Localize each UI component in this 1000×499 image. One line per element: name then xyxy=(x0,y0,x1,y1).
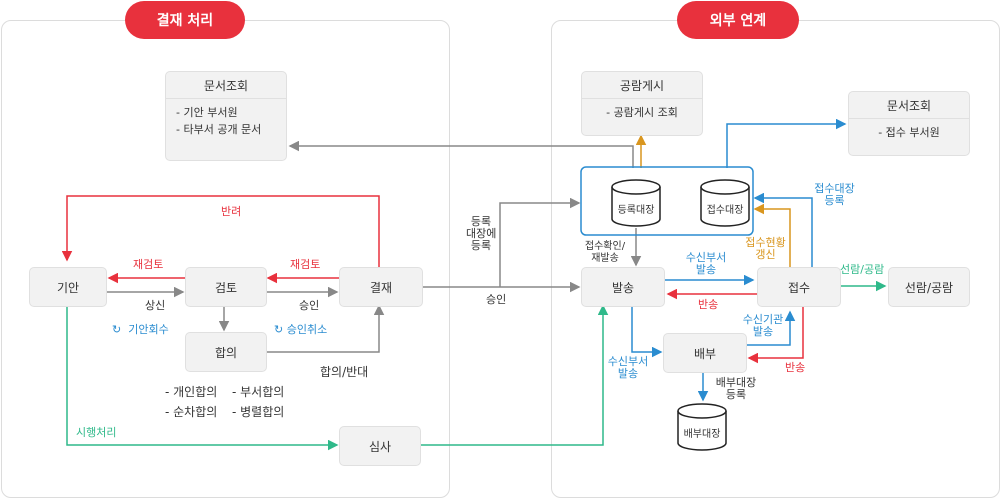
recv-status-label: 접수현황 갱신 xyxy=(743,237,788,261)
doc-lookup-title: 문서조회 xyxy=(166,72,286,99)
external-doc-lookup-item: - 접수 부서원 xyxy=(878,126,940,139)
bulletin-title: 공람게시 xyxy=(582,72,702,99)
bulletin-card: 공람게시 - 공람게시 조회 xyxy=(581,71,703,136)
re-review-label: 재검토 xyxy=(290,258,321,271)
recv-status-line: 접수현황 xyxy=(745,236,786,249)
check-resend-label: 접수확인/ 재발송 xyxy=(580,241,630,265)
doc-lookup-card: 문서조회 - 기안 부서원 - 타부서 공개 문서 xyxy=(165,71,287,161)
return-label: 반려 xyxy=(221,205,242,218)
recv-dept-send-line: 발송 xyxy=(695,263,717,276)
consult-node[interactable]: 합의 xyxy=(185,332,267,372)
receive-ledger[interactable]: 접수대장 xyxy=(700,179,750,227)
dist-ledger-reg-label: 배부대장 등록 xyxy=(711,377,761,401)
dist-ledger-reg-line: 등록 xyxy=(725,388,747,401)
register-ledger[interactable]: 등록대장 xyxy=(611,179,661,227)
register-label-line: 대장에 xyxy=(466,227,497,240)
doc-lookup-item: - 기안 부서원 xyxy=(176,106,238,119)
recv-dept-send-2-line: 수신부서 xyxy=(607,355,649,368)
middle-approve-label: 승인 xyxy=(486,293,507,306)
recv-ledger-reg-line: 등록 xyxy=(824,194,845,207)
external-panel-title: 외부 연계 xyxy=(677,1,799,39)
recv-ledger-reg-label: 접수대장 등록 xyxy=(812,183,857,207)
draft-node[interactable]: 기안 xyxy=(29,267,107,307)
database-icon xyxy=(700,179,750,227)
draft-recall-text: 기안회수 xyxy=(128,323,169,336)
report-up-label: 상신 xyxy=(145,299,166,312)
doc-lookup-item: - 타부서 공개 문서 xyxy=(176,123,262,136)
recv-org-send-line: 수신기관 xyxy=(742,313,784,326)
recv-ledger-reg-line: 접수대장 xyxy=(814,182,855,195)
check-resend-line: 접수확인/ xyxy=(584,241,626,252)
receive-ledger-label: 접수대장 xyxy=(706,205,744,216)
approve-node[interactable]: 결재 xyxy=(339,267,423,307)
consult-type: - 병렬합의 xyxy=(232,405,285,419)
enforce-label: 시행처리 xyxy=(76,426,117,439)
approve-cancel-text: 승인취소 xyxy=(286,323,328,336)
recv-org-send-line: 발송 xyxy=(752,325,774,338)
cancel-icon: ↻ xyxy=(274,323,284,336)
recv-dept-send-2-label: 수신부서 발송 xyxy=(604,356,652,380)
check-resend-line: 재발송 xyxy=(591,253,619,264)
register-ledger-label: 등록 대장에 등록 xyxy=(466,216,496,252)
recall-icon: ↻ xyxy=(112,323,122,336)
approval-panel-title: 결재 처리 xyxy=(125,1,245,39)
approve-label: 승인 xyxy=(299,299,320,312)
recv-dept-send-2-line: 발송 xyxy=(617,367,639,380)
review-node[interactable]: 검토 xyxy=(185,267,267,307)
draft-recall-label: ↻ 기안회수 xyxy=(112,324,169,336)
dist-ledger-reg-line: 배부대장 xyxy=(715,376,757,389)
circulate-arrow-label: 선람/공람 xyxy=(840,263,885,276)
register-label-line: 등록 xyxy=(470,239,492,252)
recv-status-line: 갱신 xyxy=(755,248,776,261)
consult-type: - 부서합의 xyxy=(232,385,285,399)
recv-org-send-label: 수신기관 발송 xyxy=(738,314,788,338)
dist-ledger[interactable]: 배부대장 xyxy=(677,403,727,451)
bulletin-item: - 공람게시 조회 xyxy=(606,106,678,119)
consult-type: - 개인합의 xyxy=(165,385,218,399)
external-doc-lookup-card: 문서조회 - 접수 부서원 xyxy=(848,91,970,156)
agree-disagree-label: 합의/반대 xyxy=(320,365,369,379)
re-review-label: 재검토 xyxy=(133,258,164,271)
return-label: 반송 xyxy=(785,361,806,374)
register-label-line: 등록 xyxy=(470,215,492,228)
consult-type: - 순차합의 xyxy=(165,405,218,419)
recv-dept-send-line: 수신부서 xyxy=(685,251,727,264)
external-doc-lookup-title: 문서조회 xyxy=(849,92,969,119)
database-icon xyxy=(611,179,661,227)
database-icon xyxy=(677,403,727,451)
send-node[interactable]: 발송 xyxy=(581,267,665,307)
approve-cancel-label: ↻ 승인취소 xyxy=(274,324,327,336)
audit-node[interactable]: 심사 xyxy=(339,426,421,466)
register-ledger-label: 등록대장 xyxy=(617,205,655,216)
distribute-node[interactable]: 배부 xyxy=(663,333,747,373)
receive-node[interactable]: 접수 xyxy=(757,267,841,307)
dist-ledger-label: 배부대장 xyxy=(683,429,721,440)
recv-dept-send-label: 수신부서 발송 xyxy=(681,252,731,276)
return-label: 반송 xyxy=(698,298,719,311)
circulate-node[interactable]: 선람/공람 xyxy=(888,267,970,307)
